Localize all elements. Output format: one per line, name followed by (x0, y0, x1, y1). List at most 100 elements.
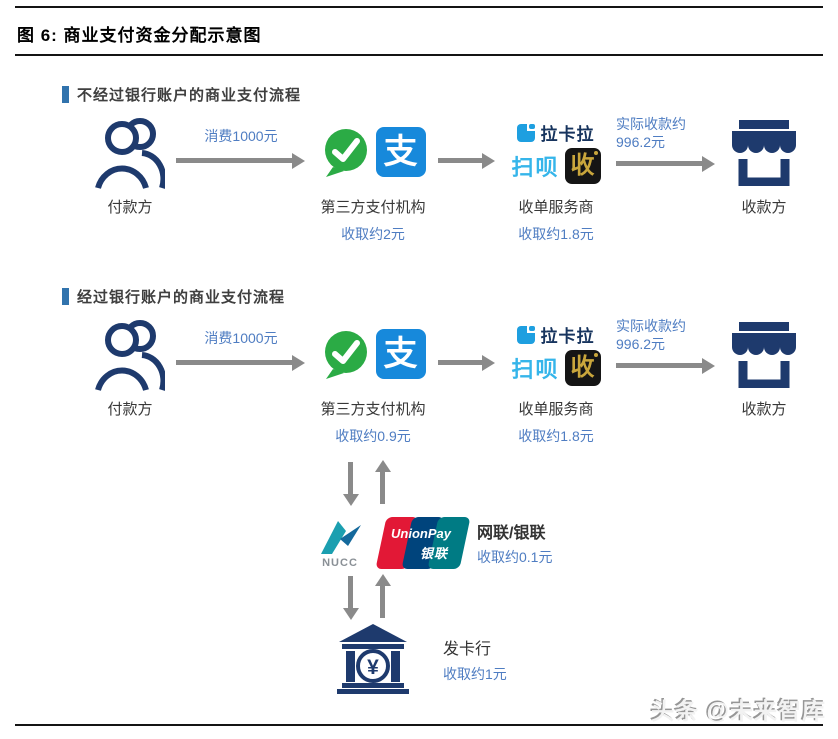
payee-label: 收款方 (741, 199, 787, 216)
consume-amount-label: 消费1000元 (204, 330, 278, 346)
payer-people-icon (95, 118, 165, 189)
wechat-pay-icon (324, 331, 367, 379)
tpp-fee-label: 收取约0.9元 (335, 428, 411, 444)
saobei-brand-label: 扫呗 (511, 357, 560, 382)
payee-label: 收款方 (741, 401, 787, 418)
arrow-up-icon (380, 586, 385, 618)
clearing-label: 网联/银联 (477, 525, 546, 542)
nucc-logo-icon (321, 520, 361, 554)
saobei-brand-label: 扫呗 (511, 155, 560, 180)
issuer-label: 发卡行 (443, 640, 492, 658)
acquirer-label: 收单服务商 (518, 199, 594, 216)
tpp-clearing-arrows (348, 460, 635, 506)
tpp-label: 第三方支付机构 (320, 199, 426, 216)
tpp-fee-label: 收取约2元 (341, 226, 405, 242)
section-header-label: 经过银行账户的商业支付流程 (77, 288, 286, 306)
lakala-brand-line: 拉卡拉 (517, 120, 594, 145)
acquirer-node: 拉卡拉 扫呗 收 收单服务商 收取约1.8元 (498, 114, 614, 244)
lakala-brand-label: 拉卡拉 (540, 125, 595, 144)
section-bar-icon (62, 287, 69, 305)
tpp-label: 第三方支付机构 (320, 401, 426, 418)
clearing-issuer-arrows (348, 574, 635, 620)
arrow-right-icon (616, 161, 702, 166)
arrow-up-icon (380, 472, 385, 504)
section-header-label: 不经过银行账户的商业支付流程 (77, 86, 302, 104)
payer-label: 付款方 (107, 401, 153, 418)
bottom-border-rule (15, 724, 823, 726)
saobei-shou-brand-line: 扫呗 收 (511, 350, 601, 386)
wechat-pay-icon (324, 129, 367, 177)
tpp-icon-area: 支 (321, 316, 426, 392)
actual-receive-line2: 996.2元 (616, 335, 666, 352)
tpp-icon-area: 支 (321, 114, 426, 190)
payee-node: 收款方 (718, 114, 810, 217)
payee-node: 收款方 (718, 316, 810, 419)
clearing-issuer-flow: NUCC UnionPay 银联 网联/银联 收取约0.1元 (315, 460, 635, 694)
arrow-right-icon (616, 363, 702, 368)
yuan-symbol: ¥ (367, 656, 379, 679)
nucc-logo-block: NUCC (315, 518, 365, 569)
arrow-down-icon (348, 576, 353, 608)
consume-arrow-column: 消费1000元 (172, 316, 310, 365)
payer-node: 付款方 (88, 316, 172, 419)
receive-arrow-column: 实际收款约 996.2元 (614, 114, 718, 166)
section-header-no-bank: 不经过银行账户的商业支付流程 (62, 84, 838, 104)
acquirer-node: 拉卡拉 扫呗 收 收单服务商 收取约1.8元 (498, 316, 614, 446)
lakala-logo-icon (517, 325, 536, 344)
shouqianba-icon: 收 (564, 350, 601, 386)
arrow-right-icon (176, 360, 292, 365)
section-header-via-bank: 经过银行账户的商业支付流程 (62, 286, 838, 306)
actual-receive-label: 实际收款约 996.2元 (616, 318, 686, 353)
actual-receive-label: 实际收款约 996.2元 (616, 116, 686, 151)
actual-receive-line2: 996.2元 (616, 133, 666, 150)
arrow-right-icon (438, 360, 482, 365)
issuer-node: ¥ 发卡行 收取约1元 (337, 624, 635, 694)
payer-icon-area (95, 316, 165, 392)
section-bar-icon (62, 85, 69, 103)
unionpay-logo-icon: UnionPay 银联 (375, 517, 471, 569)
acquirer-icon-area: 拉卡拉 扫呗 收 (511, 114, 601, 190)
alipay-icon: 支 (375, 127, 426, 177)
payee-icon-area (726, 114, 802, 190)
tpp-to-acquirer-arrow-column (436, 316, 498, 365)
arrow-right-icon (176, 158, 292, 163)
payer-people-icon (95, 320, 165, 391)
unionpay-wordmark: UnionPay (391, 526, 451, 541)
arrow-right-icon (438, 158, 482, 163)
flow-row-no-bank: 付款方 消费1000元 支 第三方支付机构 收取约2元 (88, 114, 838, 256)
figure-title: 图 6: 商业支付资金分配示意图 (17, 26, 262, 45)
unionpay-cn-wordmark: 银联 (419, 546, 448, 561)
actual-receive-line1: 实际收款约 (616, 318, 686, 334)
acquirer-fee-label: 收取约1.8元 (518, 226, 594, 242)
nucc-label: NUCC (322, 556, 358, 569)
payer-label: 付款方 (107, 199, 153, 216)
title-underline-rule (15, 54, 823, 56)
acquirer-icon-area: 拉卡拉 扫呗 收 (511, 316, 601, 392)
clearing-node: NUCC UnionPay 银联 网联/银联 收取约0.1元 (315, 512, 635, 574)
issuer-fee-label: 收取约1元 (443, 665, 507, 682)
clearing-fee-label: 收取约0.1元 (477, 549, 553, 565)
third-party-payment-node: 支 第三方支付机构 收取约0.9元 (310, 316, 436, 446)
storefront-icon (732, 322, 796, 388)
flow-row-via-bank: 付款方 消费1000元 支 第三方支付机构 收取约0.9元 (88, 316, 838, 458)
lakala-brand-label: 拉卡拉 (540, 327, 595, 346)
saobei-shou-brand-line: 扫呗 收 (511, 148, 601, 184)
acquirer-label: 收单服务商 (518, 401, 594, 418)
issuer-labels: 发卡行 收取约1元 (443, 635, 507, 684)
acquirer-fee-label: 收取约1.8元 (518, 428, 594, 444)
payer-node: 付款方 (88, 114, 172, 217)
consume-amount-label: 消费1000元 (204, 128, 278, 144)
lakala-brand-line: 拉卡拉 (517, 322, 594, 347)
receive-arrow-column: 实际收款约 996.2元 (614, 316, 718, 368)
top-border-rule (15, 6, 823, 8)
payer-icon-area (95, 114, 165, 190)
alipay-icon: 支 (375, 329, 426, 379)
bank-icon: ¥ (337, 624, 409, 694)
arrow-down-icon (348, 462, 353, 494)
watermark-text: 头条 @未来智库 (651, 698, 826, 724)
clearing-labels: 网联/银联 收取约0.1元 (477, 519, 552, 567)
third-party-payment-node: 支 第三方支付机构 收取约2元 (310, 114, 436, 244)
lakala-logo-icon (517, 123, 536, 142)
consume-arrow-column: 消费1000元 (172, 114, 310, 163)
payee-icon-area (726, 316, 802, 392)
